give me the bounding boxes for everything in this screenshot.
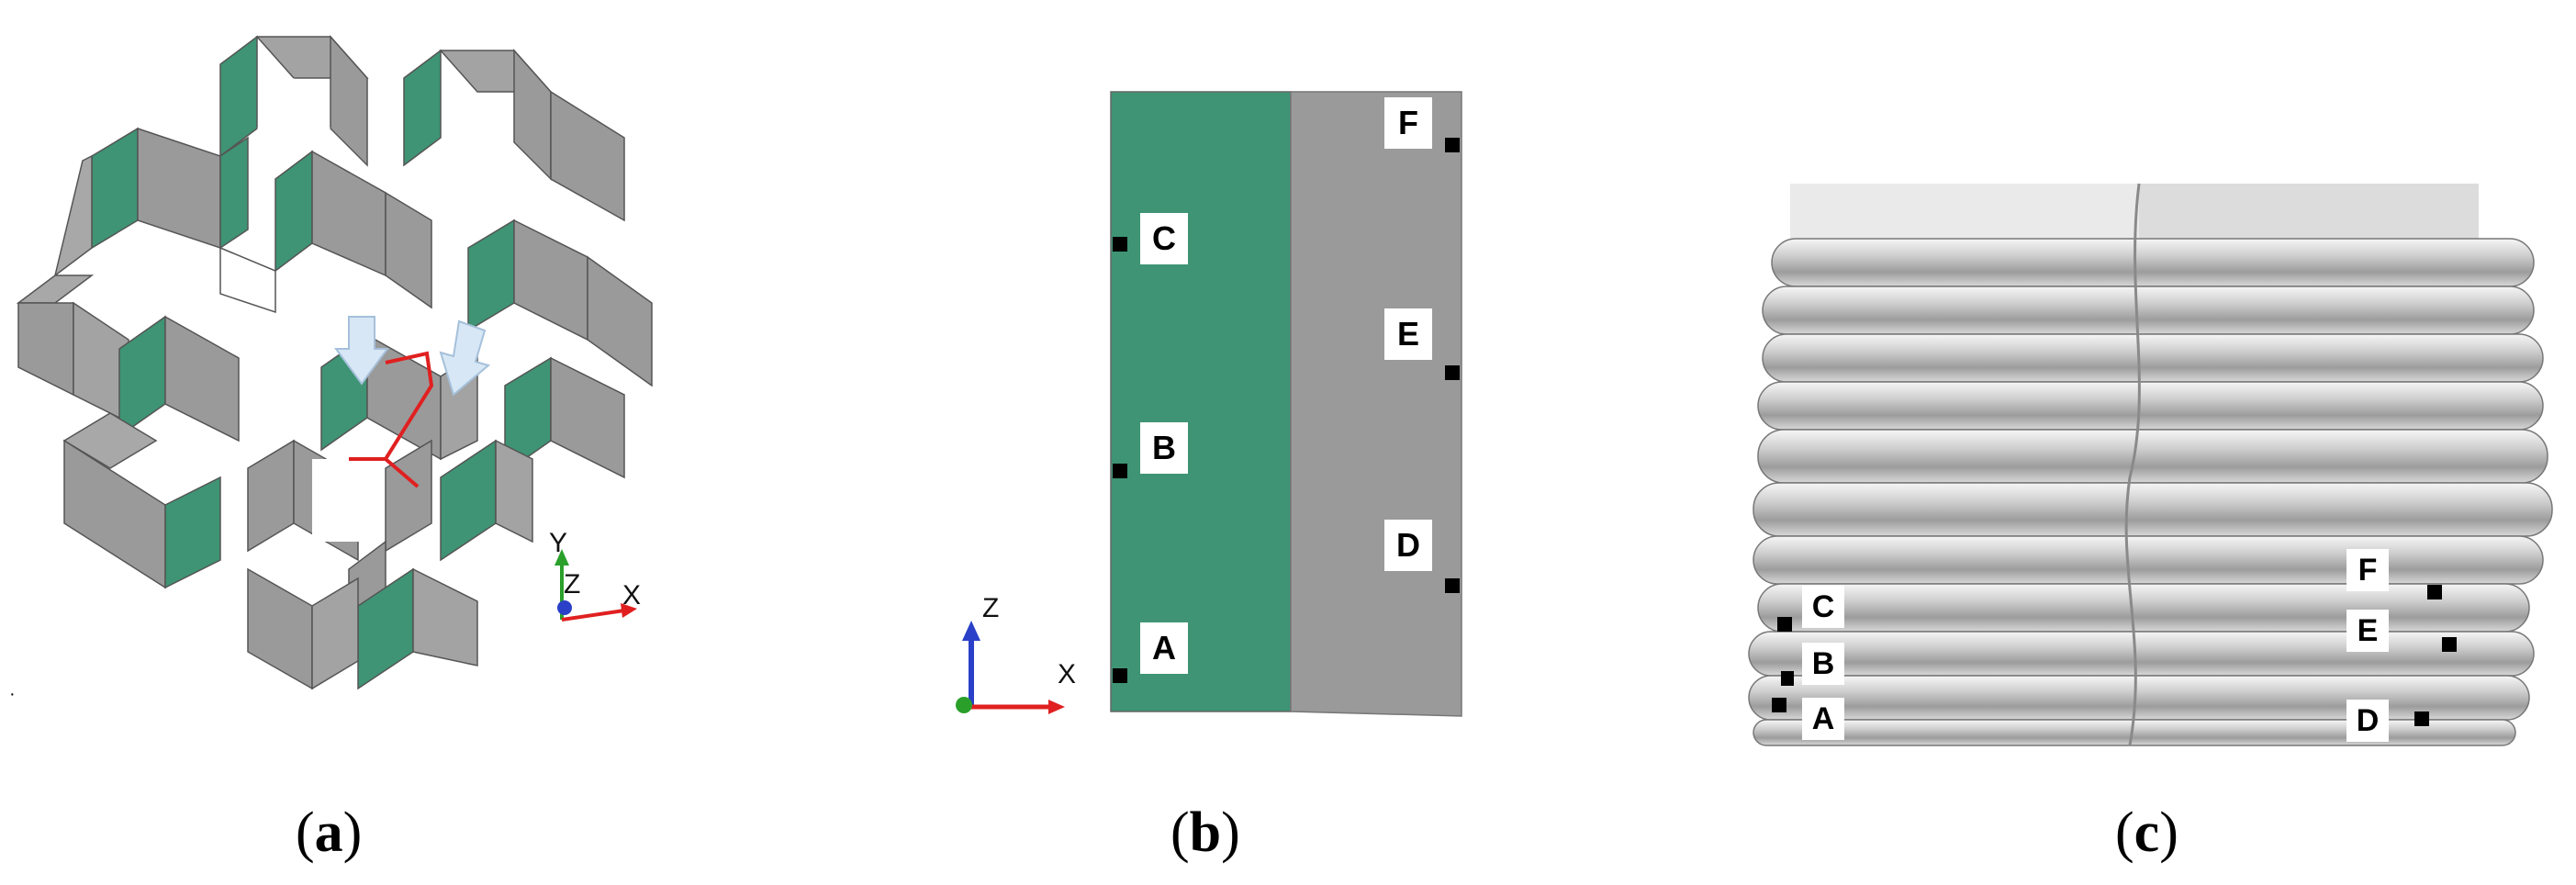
- stray-dot: ·: [9, 684, 16, 704]
- caption-b: (b): [1170, 801, 1240, 864]
- marker-e: [2442, 637, 2457, 652]
- folded-layers: [1748, 238, 2553, 746]
- axis-y-label: Y: [549, 528, 568, 558]
- point-label-e: E: [1384, 308, 1432, 360]
- point-label-d: D: [1384, 520, 1432, 571]
- marker-b: [1113, 464, 1127, 478]
- crushed-drawing: [1748, 183, 2553, 746]
- caption-a: (a): [296, 801, 363, 864]
- point-label-c: C: [1140, 213, 1188, 264]
- marker-f: [1445, 138, 1460, 152]
- green-wall: [1110, 91, 1292, 712]
- honeycomb-walls: [16, 35, 653, 690]
- load-arrow-icons: [334, 316, 491, 397]
- axis-z-label: Z: [982, 593, 1000, 623]
- axis-z-label: Z: [564, 569, 581, 599]
- axis-triad-icon: [956, 621, 1065, 714]
- honeycomb-drawing: [16, 35, 653, 690]
- marker-c: [1777, 617, 1792, 632]
- marker-a: [1113, 668, 1127, 683]
- point-label-c: C: [1802, 586, 1844, 628]
- point-label-f: F: [1384, 97, 1432, 149]
- axis-triad-icon: [554, 549, 637, 622]
- panel-c-crushed-view: C B A F E D (c): [1708, 0, 2576, 885]
- point-label-b: B: [1802, 643, 1844, 685]
- point-label-b: B: [1140, 422, 1188, 474]
- marker-e: [1445, 365, 1460, 380]
- point-label-f: F: [2346, 549, 2389, 591]
- marker-d: [2414, 711, 2429, 726]
- point-label-a: A: [1140, 622, 1188, 674]
- axis-x-label: X: [1058, 659, 1077, 689]
- axis-x-label: X: [622, 580, 642, 611]
- marker-f: [2427, 585, 2442, 599]
- marker-a: [1772, 698, 1786, 712]
- gray-wall: [1290, 91, 1462, 717]
- marker-c: [1113, 237, 1127, 252]
- point-label-a: A: [1802, 698, 1844, 740]
- panel-a-honeycomb: Y Z X · (a): [0, 0, 698, 885]
- caption-c: (c): [2115, 801, 2178, 864]
- point-label-d: D: [2346, 700, 2389, 742]
- marker-b: [1781, 671, 1794, 686]
- panel-b-side-view: C B A F E D Z X (b): [900, 0, 1524, 885]
- point-label-e: E: [2346, 610, 2389, 652]
- marker-d: [1445, 578, 1460, 593]
